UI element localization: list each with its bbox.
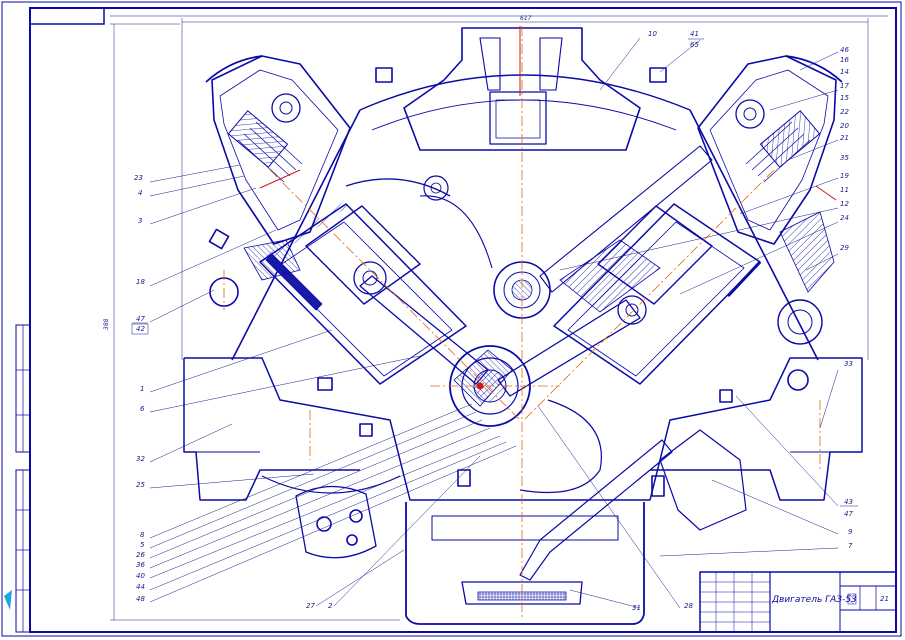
left-rocker-cover <box>205 55 263 83</box>
callout-label: 44 <box>136 583 145 591</box>
callout-label: 11 <box>840 186 849 194</box>
callout-label: 16 <box>840 56 849 64</box>
red-highlights <box>259 26 837 390</box>
callout-label: 47 <box>844 510 853 518</box>
right-cylinder-head <box>697 55 837 245</box>
callout-label: 31 <box>632 604 641 612</box>
callout-label: 29 <box>840 244 849 252</box>
callout-label: 17 <box>840 82 849 90</box>
callout-label: 42 <box>136 325 145 333</box>
callout-label: 7 <box>848 542 853 550</box>
callout-label: 43 <box>844 498 853 506</box>
callout-label: 46 <box>840 46 849 54</box>
right-connecting-rod <box>497 299 641 397</box>
callout-label: 25 <box>136 481 145 489</box>
drawing-title: Двигатель ГАЗ-53 <box>771 595 857 605</box>
callout-label: 10 <box>648 30 657 38</box>
callout-label: 3 <box>138 217 142 225</box>
corner-accent <box>4 590 12 610</box>
left-accessory <box>295 485 377 559</box>
callout-label: 32 <box>136 455 145 463</box>
right-accessory <box>659 429 747 531</box>
callout-label: 21 <box>840 134 849 142</box>
callout-label: 40 <box>136 572 145 580</box>
title-block <box>699 571 897 633</box>
overall-height-dimension: 388 <box>103 318 110 330</box>
left-piston <box>305 205 421 305</box>
right-callouts: 46 16 14 17 15 22 20 21 35 19 11 12 24 2… <box>840 46 858 550</box>
callout-label: 23 <box>134 174 143 182</box>
left-callouts: 23 4 3 18 47 42 1 6 32 25 8 5 26 36 40 4… <box>131 174 149 603</box>
callout-label: 2 <box>328 602 333 610</box>
engine-cross-section <box>183 27 863 625</box>
callout-label: 65 <box>690 41 699 49</box>
oil-pan <box>405 502 645 625</box>
hatched-sections <box>243 211 835 407</box>
callout-label: 8 <box>140 531 145 539</box>
intake-manifold <box>403 27 641 151</box>
callout-label: 24 <box>840 214 849 222</box>
callout-label: 20 <box>840 122 849 130</box>
callout-label: 47 <box>136 315 145 323</box>
callout-label: 22 <box>840 108 849 116</box>
callout-label: 9 <box>848 528 853 536</box>
top-callouts: 10 41 65 <box>648 30 704 49</box>
dimension-lines <box>110 18 869 621</box>
callout-label: 1 <box>140 385 144 393</box>
callout-label: 18 <box>136 278 145 286</box>
valve-gear <box>227 93 821 311</box>
crankcase-lower <box>184 357 863 501</box>
callout-label: 33 <box>844 360 853 368</box>
axis-lines <box>223 26 821 620</box>
callout-leaders <box>149 37 839 609</box>
overall-width-dimension: 617 <box>520 15 532 22</box>
callout-label: 12 <box>840 200 849 208</box>
callout-label: 48 <box>136 595 145 603</box>
callout-label: 5 <box>140 541 145 549</box>
callout-label: 27 <box>306 602 315 610</box>
callout-label: 19 <box>840 172 849 180</box>
callout-label: 41 <box>690 30 699 38</box>
callout-label: 35 <box>840 154 849 162</box>
callout-label: 36 <box>136 561 145 569</box>
right-rocker-cover <box>785 55 843 83</box>
left-cylinder <box>259 203 467 385</box>
callout-label: 6 <box>140 405 145 413</box>
callout-label: 15 <box>840 94 849 102</box>
right-cylinder <box>553 203 761 385</box>
callout-label: 4 <box>138 189 142 197</box>
sheet-number: 21 <box>880 595 889 603</box>
callout-label: 14 <box>840 68 849 76</box>
callout-label: 26 <box>136 551 145 559</box>
bottom-callouts: 27 2 31 28 <box>306 602 693 612</box>
callout-label: 28 <box>684 602 693 610</box>
